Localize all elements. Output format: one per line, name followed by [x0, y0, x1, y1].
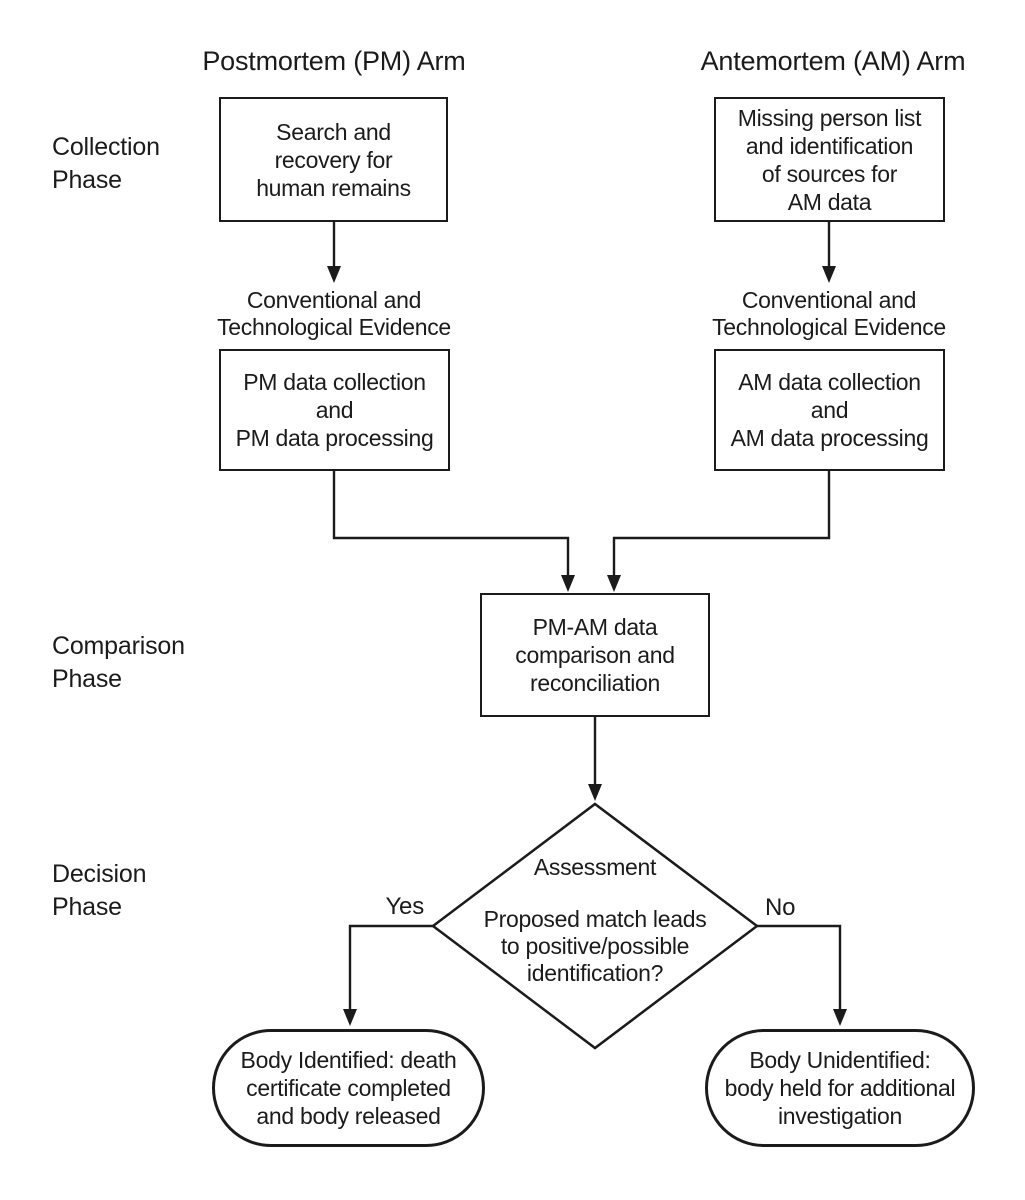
- arrowhead-yes-branch: [343, 1009, 357, 1026]
- evidence-label-pm: Conventional and Technological Evidence: [217, 287, 451, 340]
- connector-no-branch: [757, 924, 842, 1014]
- decision-diamond-shape: [430, 802, 760, 1050]
- evidence-label-am: Conventional and Technological Evidence: [712, 287, 946, 340]
- terminator-body-identified-text: Body Identified: death certificate compl…: [240, 1047, 457, 1129]
- process-box-am-data-text: AM data collection and AM data processin…: [730, 369, 929, 451]
- process-box-missing-person-text: Missing person list and identification o…: [737, 104, 922, 215]
- arrowhead-amdata-to-comparison: [607, 575, 621, 592]
- phase-label-collection: Collection Phase: [52, 133, 160, 194]
- process-box-am-data: AM data collection and AM data processin…: [714, 349, 945, 471]
- phase-label-comparison: Comparison Phase: [52, 632, 185, 693]
- no-branch-label: No: [765, 894, 796, 921]
- arrowhead-comparison-to-decision: [588, 784, 602, 801]
- decision-title: Assessment: [533, 854, 657, 880]
- process-box-comparison-text: PM-AM data comparison and reconciliation: [515, 614, 675, 696]
- arrowhead-search-to-evidence: [327, 266, 341, 283]
- terminator-body-unidentified-text: Body Unidentified: body held for additio…: [724, 1047, 956, 1129]
- decision-question: Proposed match leads to positive/possibl…: [483, 906, 707, 986]
- terminator-body-unidentified: Body Unidentified: body held for additio…: [705, 1029, 975, 1147]
- decision-diamond-text: Assessment Proposed match leads to posit…: [445, 854, 745, 987]
- terminator-body-identified: Body Identified: death certificate compl…: [212, 1029, 485, 1147]
- process-box-search-recovery-text: Search and recovery for human remains: [256, 118, 411, 201]
- connector-yes-branch: [348, 924, 433, 1014]
- process-box-pm-data: PM data collection and PM data processin…: [219, 349, 450, 471]
- arrowhead-pmdata-to-comparison: [561, 575, 575, 592]
- connector-pmdata-to-comparison: [332, 471, 570, 580]
- process-box-missing-person: Missing person list and identification o…: [714, 97, 945, 222]
- process-box-pm-data-text: PM data collection and PM data processin…: [235, 369, 434, 451]
- phase-label-decision: Decision Phase: [52, 860, 147, 921]
- connector-amdata-to-comparison: [612, 471, 831, 580]
- process-box-search-recovery: Search and recovery for human remains: [219, 97, 448, 222]
- arrowhead-no-branch: [833, 1009, 847, 1026]
- yes-branch-label: Yes: [385, 893, 424, 920]
- process-box-comparison: PM-AM data comparison and reconciliation: [480, 593, 710, 717]
- pm-arm-title: Postmortem (PM) Arm: [202, 46, 466, 76]
- am-arm-title: Antemortem (AM) Arm: [700, 46, 966, 76]
- arrowhead-missing-to-evidence: [822, 266, 836, 283]
